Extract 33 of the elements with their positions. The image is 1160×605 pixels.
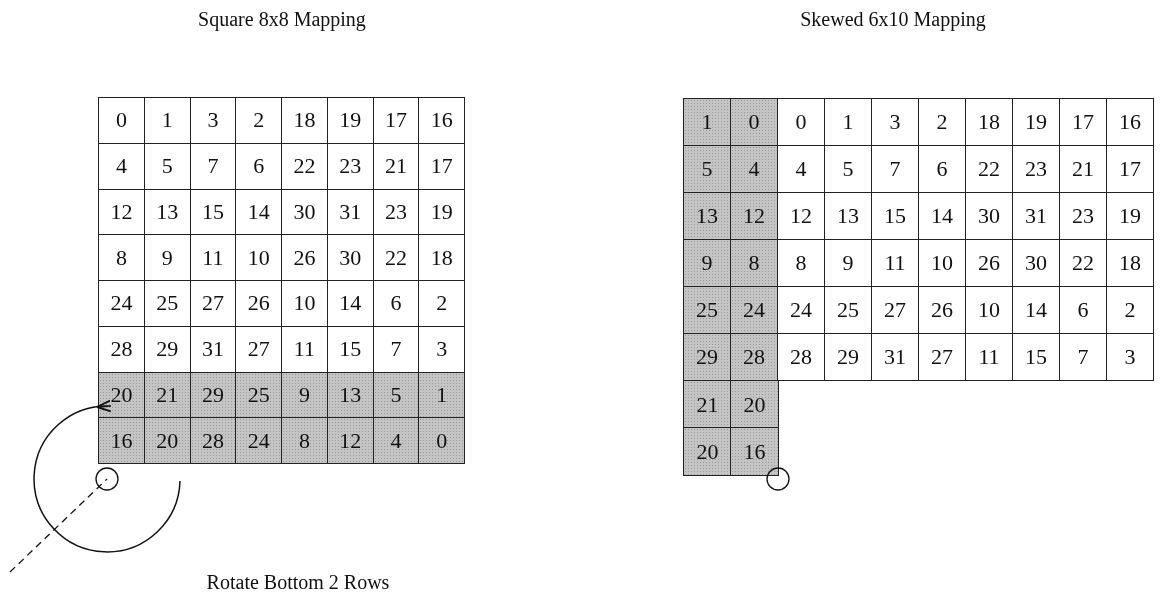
table-cell: 3 [1106, 333, 1154, 381]
heading-text: Rotate Bottom 2 Rows [206, 571, 390, 594]
table-cell: 8 [281, 417, 328, 464]
table-cell: 1 [418, 371, 465, 419]
table-cell: 20 [683, 427, 732, 476]
table-cell: 24 [730, 286, 778, 334]
table-cell: 0 [418, 417, 465, 464]
table-cell: 4 [730, 145, 778, 193]
table-cell: 8 [730, 239, 778, 287]
table-cell: 13 [683, 192, 731, 240]
heading-text: Skewed 6x10 Mapping [800, 8, 986, 31]
table-cell: 0 [98, 97, 145, 144]
table-cell: 20 [730, 380, 779, 429]
table-cell: 0 [730, 98, 778, 146]
heading-text: Square 8x8 Mapping [198, 8, 366, 31]
table-cell: 21 [683, 380, 732, 429]
table-cell: 20 [143, 417, 191, 464]
table-cell: 16 [98, 417, 145, 464]
table-cell: 16 [1106, 98, 1154, 146]
table-cell: 24 [235, 417, 282, 464]
table-cell: 1 [683, 98, 731, 146]
table-cell: 9 [281, 371, 328, 419]
table-cell: 25 [683, 286, 731, 334]
table-cell: 9 [683, 239, 731, 287]
table-cell: 16 [418, 97, 465, 144]
table-cell: 16 [730, 427, 779, 476]
table-cell: 5 [683, 145, 731, 193]
table-cell: 4 [372, 417, 420, 464]
table-cell: 29 [683, 333, 731, 381]
table-cell: 12 [730, 192, 778, 240]
table-cell: 12 [326, 417, 374, 464]
table-cell: 28 [730, 333, 778, 381]
table-cell: 28 [189, 417, 237, 464]
